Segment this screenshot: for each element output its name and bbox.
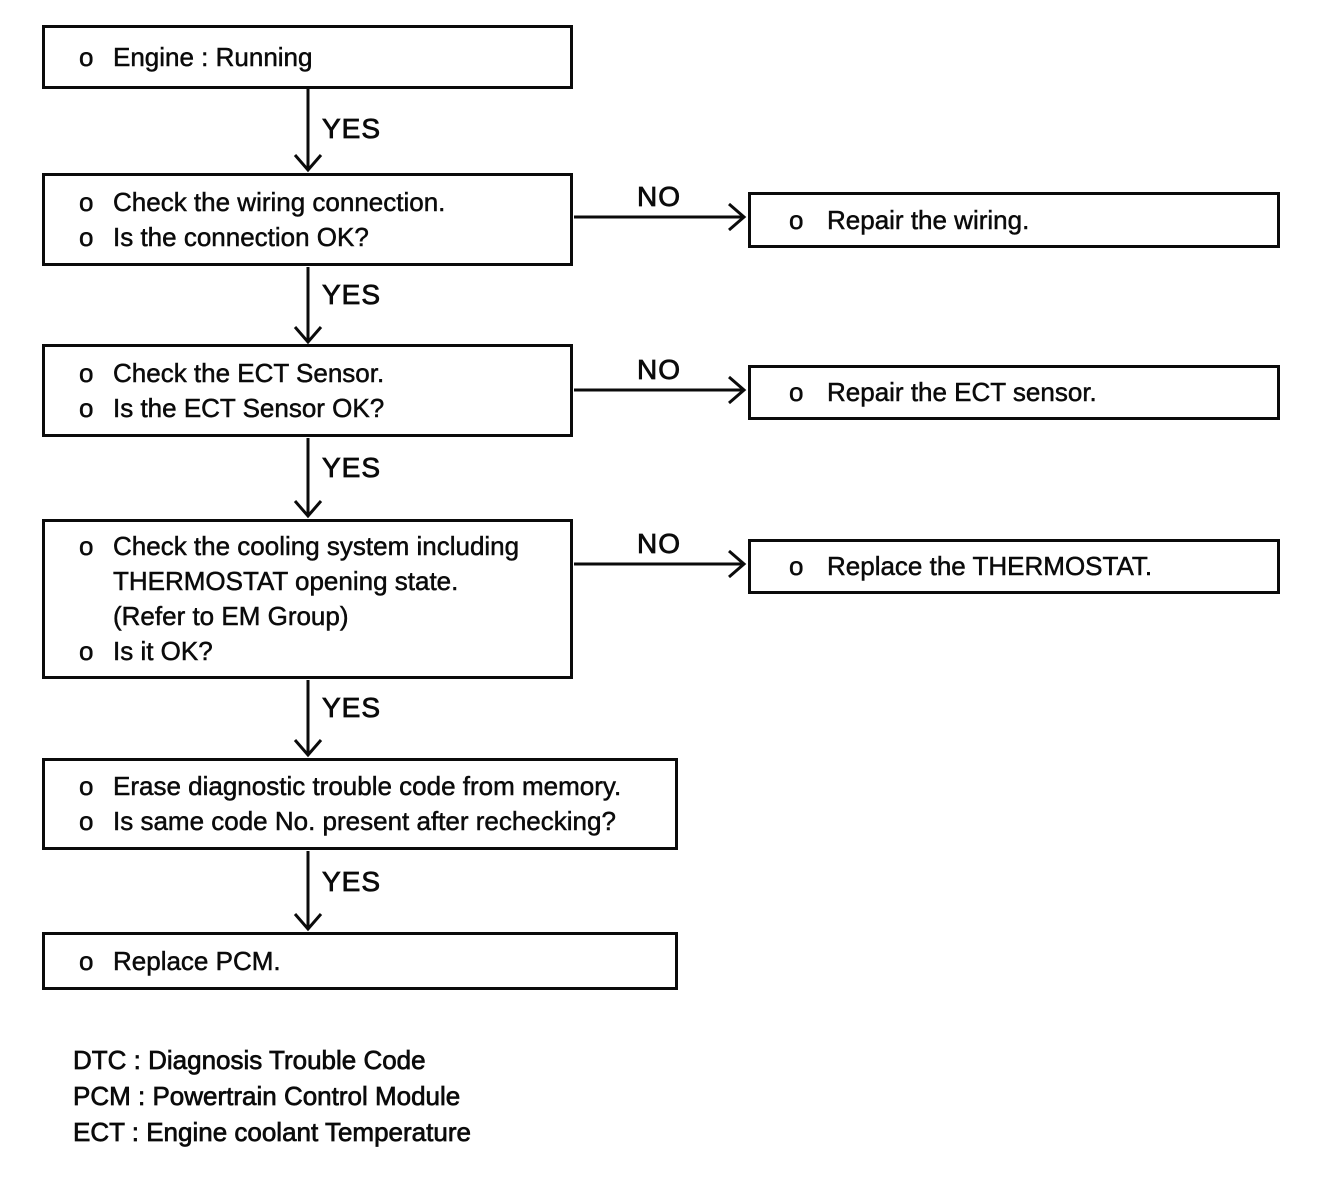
edge-label-no-1: NO <box>637 181 681 212</box>
bullet-icon: o <box>79 357 94 388</box>
node-repair-wiring: o Repair the wiring. <box>748 192 1280 248</box>
bullet-icon: o <box>79 945 94 976</box>
node-text: THERMOSTAT opening state. <box>113 566 459 597</box>
legend-line-ect: ECT : Engine coolant Temperature <box>73 1117 472 1148</box>
node-text: Repair the wiring. <box>827 204 1030 235</box>
bullet-icon: o <box>79 806 94 837</box>
edge-label-no-3: NO <box>637 528 681 559</box>
abbreviation-legend: DTC : Diagnosis Trouble Code PCM : Power… <box>73 1042 472 1150</box>
node-text: Erase diagnostic trouble code from memor… <box>113 771 622 802</box>
bullet-icon: o <box>79 531 94 562</box>
bullet-icon: o <box>79 41 94 72</box>
edge-label-yes-2: YES <box>322 279 382 310</box>
node-text: Replace the THERMOSTAT. <box>827 551 1153 582</box>
node-replace-pcm: o Replace PCM. <box>42 932 678 990</box>
arrow-erase-to-pcm <box>293 851 323 932</box>
bullet-icon: o <box>789 551 804 582</box>
bullet-icon: o <box>79 392 94 423</box>
bullet-icon: o <box>789 204 804 235</box>
node-replace-thermostat: o Replace the THERMOSTAT. <box>748 539 1280 594</box>
arrow-cooling-to-erase <box>293 680 323 758</box>
legend-line-dtc: DTC : Diagnosis Trouble Code <box>73 1045 426 1076</box>
arrow-wiring-to-ect <box>293 267 323 345</box>
node-check-ect-sensor: o Check the ECT Sensor. o Is the ECT Sen… <box>42 344 573 437</box>
node-text: Replace PCM. <box>113 945 281 976</box>
edge-label-yes-5: YES <box>322 866 382 897</box>
arrow-engine-to-wiring <box>293 89 323 173</box>
node-text: Check the wiring connection. <box>113 186 446 217</box>
edge-label-yes-3: YES <box>322 452 382 483</box>
node-text: Is the connection OK? <box>113 221 369 252</box>
bullet-icon: o <box>789 377 804 408</box>
node-text: Engine : Running <box>113 41 313 72</box>
edge-label-yes-1: YES <box>322 113 382 144</box>
node-text: Is same code No. present after recheckin… <box>113 806 616 837</box>
legend-line-pcm: PCM : Powertrain Control Module <box>73 1081 461 1112</box>
node-check-cooling-system: o Check the cooling system including THE… <box>42 519 573 679</box>
node-text: Check the cooling system including <box>113 531 520 562</box>
node-engine-running: o Engine : Running <box>42 25 573 89</box>
bullet-icon: o <box>79 636 94 667</box>
node-text: Repair the ECT sensor. <box>827 377 1097 408</box>
node-text: (Refer to EM Group) <box>113 601 349 632</box>
arrow-ect-to-cooling <box>293 438 323 519</box>
bullet-icon: o <box>79 221 94 252</box>
node-text: Is it OK? <box>113 636 213 667</box>
bullet-icon: o <box>79 771 94 802</box>
edge-label-no-2: NO <box>637 354 681 385</box>
node-text: Check the ECT Sensor. <box>113 357 385 388</box>
bullet-icon: o <box>79 186 94 217</box>
node-check-wiring: o Check the wiring connection. o Is the … <box>42 173 573 266</box>
edge-label-yes-4: YES <box>322 692 382 723</box>
node-text: Is the ECT Sensor OK? <box>113 392 385 423</box>
node-repair-ect-sensor: o Repair the ECT sensor. <box>748 365 1280 420</box>
node-erase-dtc: o Erase diagnostic trouble code from mem… <box>42 758 678 850</box>
